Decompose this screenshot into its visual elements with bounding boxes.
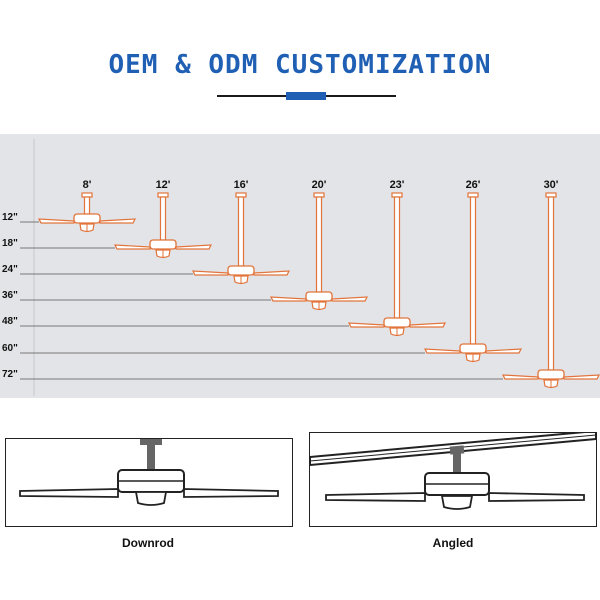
canopy [81, 192, 93, 198]
blade-left [424, 348, 461, 354]
blade-left [348, 322, 385, 328]
drop-height-label: 48" [2, 316, 18, 327]
motor-housing [149, 239, 177, 250]
downrod [393, 196, 401, 319]
angled-label: Angled [432, 536, 474, 550]
rod-length-label: 8' [83, 179, 92, 191]
downrod [83, 196, 91, 215]
canopy [313, 192, 325, 198]
canopy [157, 192, 169, 198]
blade-right [563, 374, 600, 380]
fan-size-2: 12' [114, 179, 212, 259]
blade-right [99, 218, 136, 224]
rod-length-label: 12' [156, 179, 171, 191]
size-chart-diagram: 8' 12' 16' 20' 23' 26' 30' 12" 18" 24" 36" 48" 60" 72… [2, 139, 600, 396]
blade-left [270, 296, 307, 302]
blade-right [175, 244, 212, 250]
blade-left [38, 218, 75, 224]
blade-right [409, 322, 446, 328]
motor-housing [537, 369, 565, 380]
fan-size-6: 26' [424, 179, 522, 363]
blade-right [253, 270, 290, 276]
canopy [545, 192, 557, 198]
blade-left [502, 374, 539, 380]
downrod [469, 196, 477, 345]
fan-size-5: 23' [348, 179, 446, 337]
blade-right [331, 296, 368, 302]
downrod-fan-icon [19, 439, 279, 506]
motor-housing [227, 265, 255, 276]
rod-length-label: 20' [312, 179, 327, 191]
blade-right [485, 348, 522, 354]
downrod [547, 196, 555, 371]
downrod [315, 196, 323, 293]
motor-housing [305, 291, 333, 302]
canopy [467, 192, 479, 198]
rod-length-label: 30' [544, 179, 559, 191]
drop-height-label: 12" [2, 212, 18, 223]
title-accent-bar [286, 92, 326, 100]
rod-length-label: 26' [466, 179, 481, 191]
drop-height-label: 24" [2, 264, 18, 275]
page-title: OEM & ODM CUSTOMIZATION [108, 50, 492, 80]
angled-fan-icon [310, 433, 596, 510]
drop-height-label: 60" [2, 343, 18, 354]
downrod-label: Downrod [122, 536, 174, 550]
downrod [159, 196, 167, 241]
drop-height-label: 36" [2, 290, 18, 301]
motor-housing [383, 317, 411, 328]
size-chart-panel [0, 134, 600, 398]
blade-left [114, 244, 151, 250]
rod-length-label: 16' [234, 179, 249, 191]
motor-housing [73, 213, 101, 224]
blade-left [192, 270, 229, 276]
fan-size-7: 30' [502, 179, 600, 389]
fan-size-4: 20' [270, 179, 368, 311]
drop-height-label: 18" [2, 238, 18, 249]
canopy [235, 192, 247, 198]
drop-height-label: 72" [2, 369, 18, 380]
downrod-mount-illustration [5, 438, 293, 527]
fan-size-1: 8' [38, 179, 136, 233]
rod-length-label: 23' [390, 179, 405, 191]
fan-size-3: 16' [192, 179, 290, 285]
downrod [237, 196, 245, 267]
motor-housing [459, 343, 487, 354]
canopy [391, 192, 403, 198]
angled-mount-illustration [309, 432, 597, 527]
